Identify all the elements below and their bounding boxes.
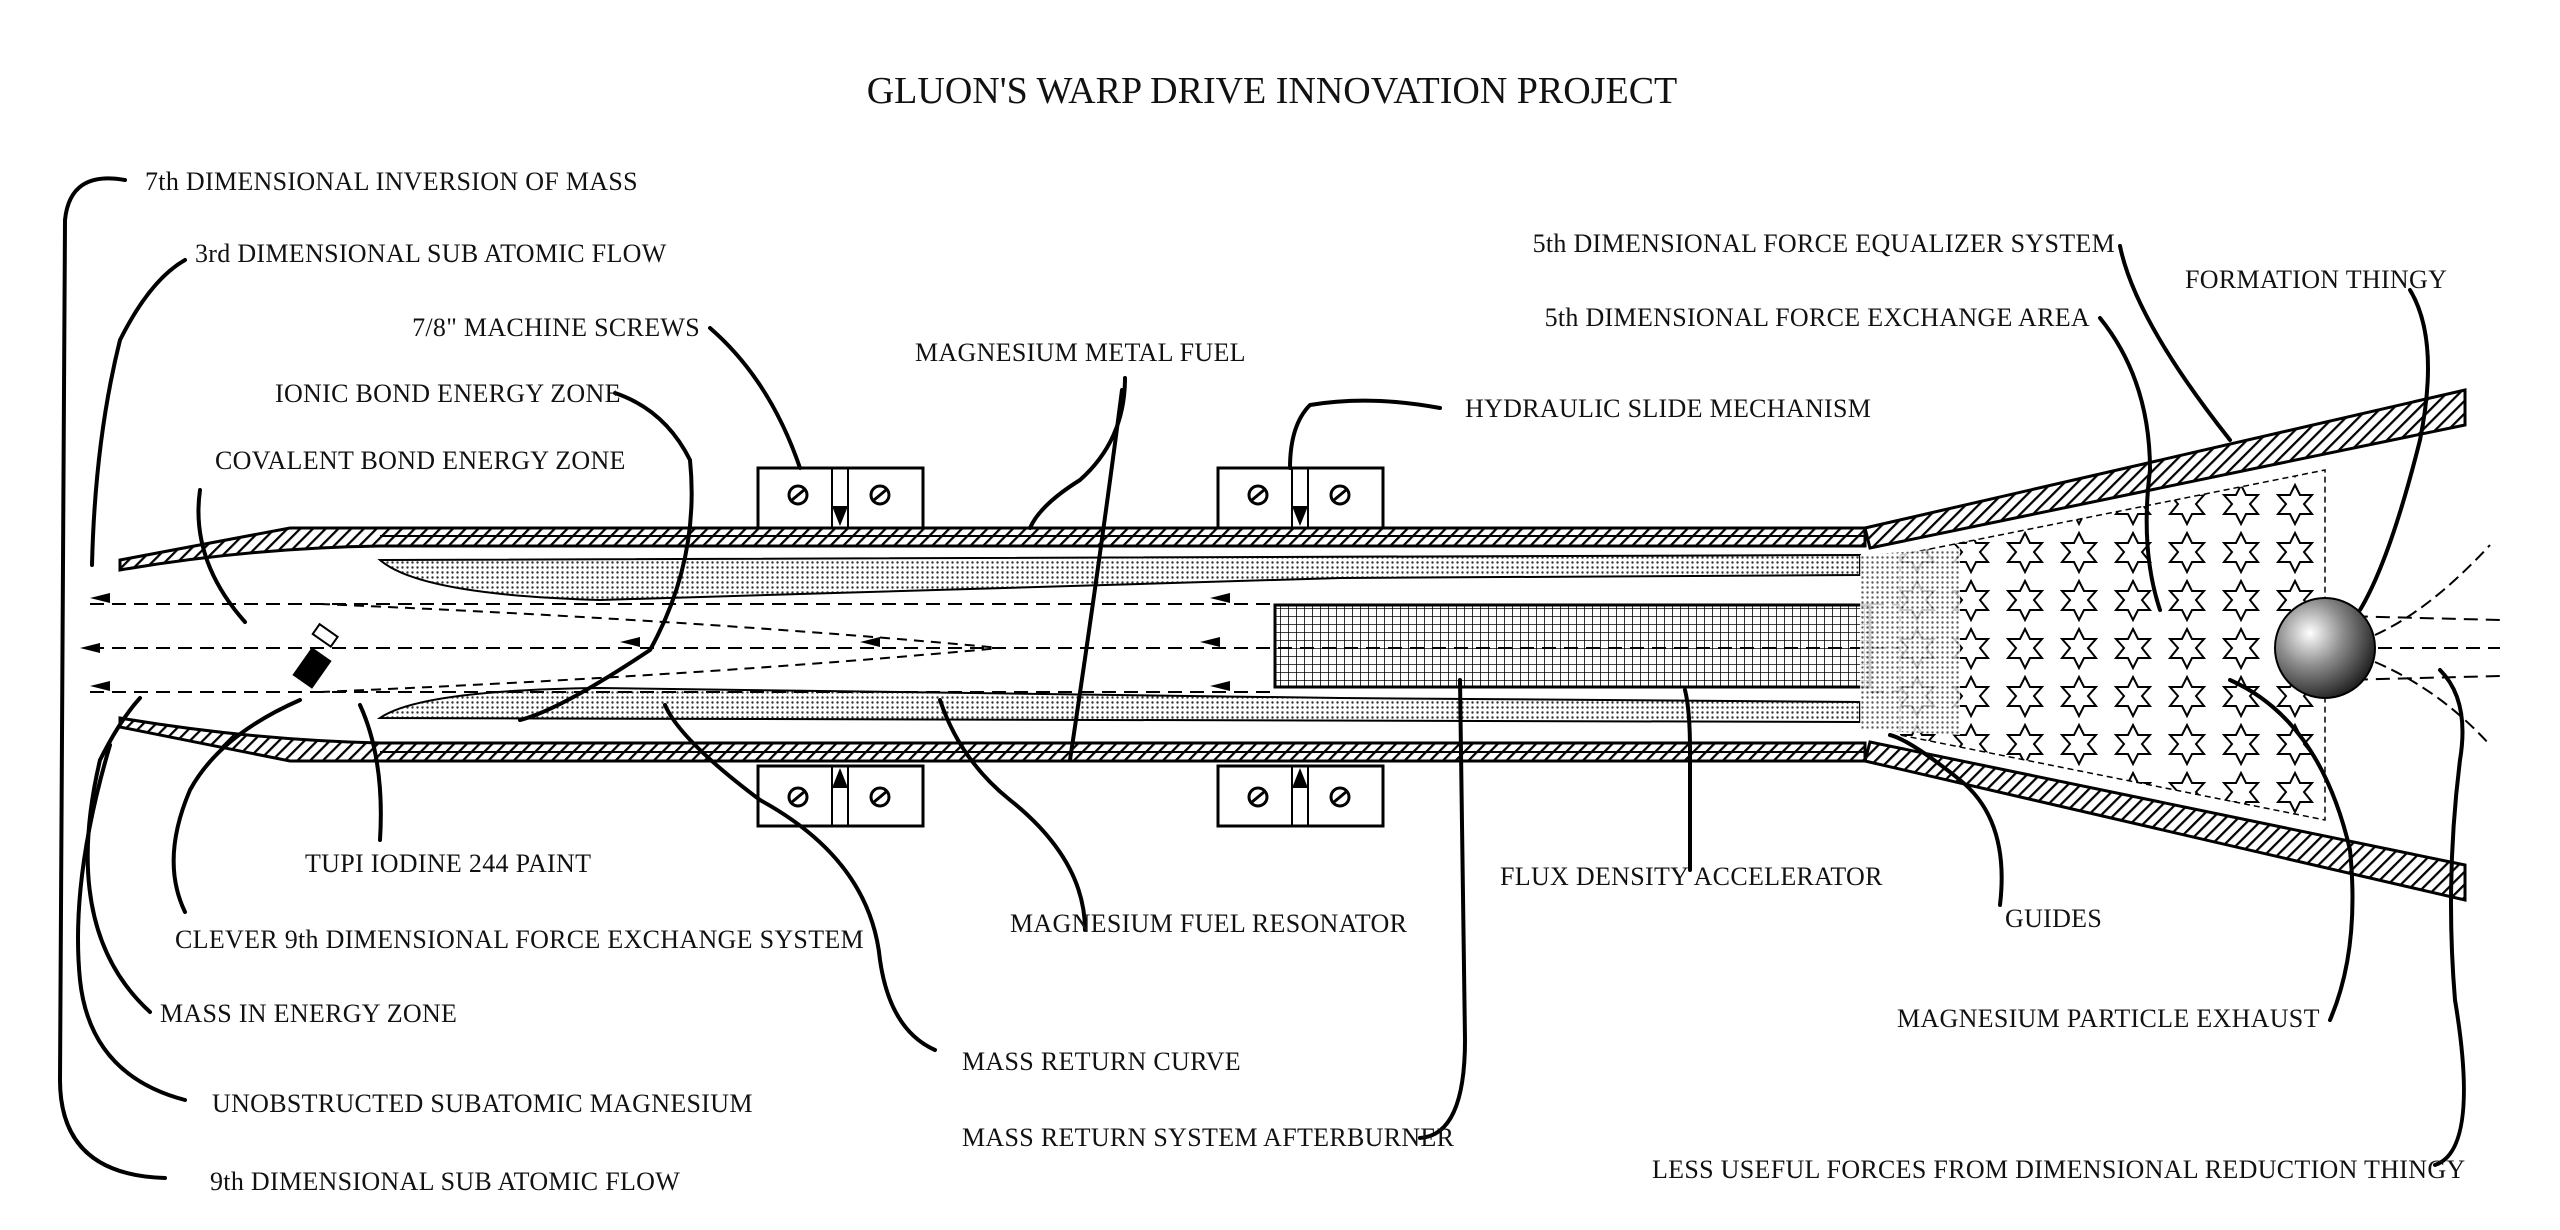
- flux-density-accelerator-grid: [1273, 603, 1872, 689]
- label-ninth-dim-flow: 9th DIMENSIONAL SUB ATOMIC FLOW: [210, 1167, 680, 1196]
- force-exchange-stars: [1899, 469, 2326, 821]
- label-fuel-resonator: MAGNESIUM FUEL RESONATOR: [1010, 909, 1408, 938]
- label-mass-return-curve: MASS RETURN CURVE: [962, 1047, 1241, 1076]
- lower-hull: [118, 716, 1867, 763]
- label-afterburner: MASS RETURN SYSTEM AFTERBURNER: [962, 1123, 1455, 1152]
- clamp-top-left: [756, 466, 925, 530]
- label-magnesium-fuel: MAGNESIUM METAL FUEL: [915, 338, 1246, 367]
- label-mass-energy-zone: MASS IN ENERGY ZONE: [160, 999, 457, 1028]
- label-covalent-bond: COVALENT BOND ENERGY ZONE: [215, 446, 626, 475]
- clamp-top-right: [1216, 466, 1385, 530]
- label-unobstructed-mg: UNOBSTRUCTED SUBATOMIC MAGNESIUM: [212, 1089, 753, 1118]
- diagram-title: GLUON'S WARP DRIVE INNOVATION PROJECT: [867, 70, 1678, 112]
- nozzle-dotted-fill: [1860, 548, 1960, 735]
- label-machine-screws: 7/8" MACHINE SCREWS: [412, 313, 700, 342]
- label-force-exchange-area: 5th DIMENSIONAL FORCE EXCHANGE AREA: [1545, 303, 2090, 332]
- label-less-useful: LESS USEFUL FORCES FROM DIMENSIONAL REDU…: [1652, 1155, 2465, 1184]
- engine-body: [80, 388, 2501, 902]
- label-third-dim-flow: 3rd DIMENSIONAL SUB ATOMIC FLOW: [195, 239, 667, 268]
- upper-nozzle: [1863, 388, 2467, 550]
- flow-arrows: [80, 593, 1230, 691]
- label-hydraulic-slide: HYDRAULIC SLIDE MECHANISM: [1465, 394, 1871, 423]
- label-tupi-paint: TUPI IODINE 244 PAINT: [305, 849, 591, 878]
- label-ionic-bond: IONIC BOND ENERGY ZONE: [275, 379, 621, 408]
- label-clever-9th: CLEVER 9th DIMENSIONAL FORCE EXCHANGE SY…: [175, 925, 864, 954]
- label-particle-exhaust: MAGNESIUM PARTICLE EXHAUST: [1897, 1004, 2320, 1033]
- upper-hull: [118, 526, 1867, 572]
- leader-lines: [58, 176, 2466, 1180]
- paint-brush-icon: [292, 622, 340, 689]
- label-inversion-of-mass: 7th DIMENSIONAL INVERSION OF MASS: [145, 167, 638, 196]
- formation-sphere: [2274, 597, 2376, 699]
- clamp-bottom-left: [756, 764, 925, 828]
- upper-fuel-zone: [377, 553, 1861, 602]
- label-guides: GUIDES: [2005, 904, 2102, 933]
- clamp-bottom-right: [1216, 764, 1385, 828]
- label-force-equalizer: 5th DIMENSIONAL FORCE EQUALIZER SYSTEM: [1533, 229, 2115, 258]
- label-flux-density: FLUX DENSITY ACCELERATOR: [1500, 862, 1883, 891]
- label-formation-thingy: FORMATION THINGY: [2185, 265, 2447, 294]
- labels: 7th DIMENSIONAL INVERSION OF MASS 3rd DI…: [145, 167, 2465, 1196]
- lower-nozzle: [1863, 740, 2467, 902]
